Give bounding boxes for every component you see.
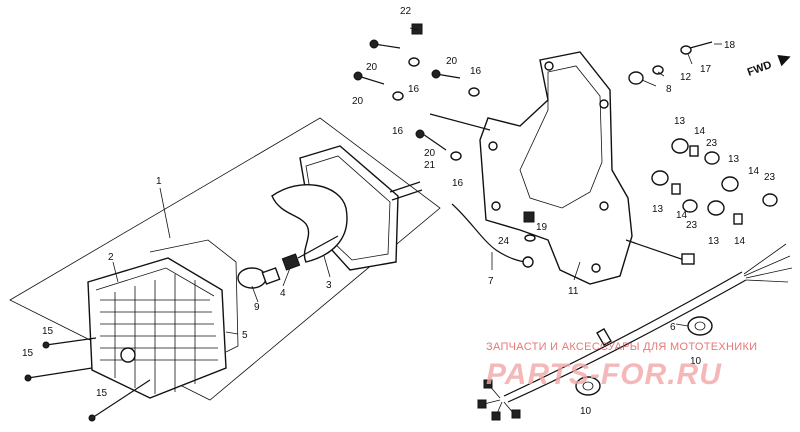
callout-14d: 14 [734, 236, 746, 247]
callout-13a: 13 [674, 116, 686, 127]
callout-12: 12 [680, 72, 692, 83]
grommets-10 [575, 316, 713, 396]
callout-14b: 14 [748, 166, 760, 177]
callout-16d: 16 [452, 178, 464, 189]
callout-14c: 14 [676, 210, 688, 221]
callout-20d: 20 [424, 148, 436, 159]
rubber-mounts [651, 138, 778, 225]
callout-16c: 16 [392, 126, 404, 137]
callout-19: 19 [536, 222, 548, 233]
callout-11: 11 [568, 286, 579, 297]
leader-lines [112, 27, 722, 335]
callout-20c: 20 [446, 56, 458, 67]
callout-13c: 13 [652, 204, 664, 215]
callout-17: 17 [700, 64, 712, 75]
callout-13b: 13 [728, 154, 740, 165]
callout-8: 8 [666, 84, 672, 95]
wire-harness [477, 243, 793, 421]
callout-13d: 13 [708, 236, 720, 247]
ground-wire [451, 203, 529, 263]
screws-15 [24, 337, 151, 422]
callout-21: 21 [424, 160, 436, 171]
callout-15a: 15 [42, 326, 54, 337]
callout-10b: 10 [580, 406, 592, 417]
callout-4: 4 [280, 288, 286, 299]
callout-20a: 20 [366, 62, 378, 73]
callout-24: 24 [498, 236, 510, 247]
callout-16b: 16 [470, 66, 482, 77]
callout-labels: 1 2 3 4 5 6 7 8 9 10 10 11 12 13 13 13 1… [22, 6, 776, 417]
bulb-part [237, 267, 281, 289]
fwd-label: FWD [746, 59, 774, 79]
callout-5: 5 [242, 330, 248, 341]
callout-16a: 16 [408, 84, 420, 95]
callout-15c: 15 [96, 388, 108, 399]
callout-22: 22 [400, 6, 412, 17]
callout-23c: 23 [686, 220, 698, 231]
gasket-part [149, 239, 239, 353]
callout-9: 9 [254, 302, 260, 313]
callout-6: 6 [670, 322, 676, 333]
arrow-right-icon [777, 54, 791, 67]
callout-2: 2 [108, 252, 114, 263]
bracket-part [429, 51, 695, 285]
callout-15b: 15 [22, 348, 34, 359]
callout-7: 7 [488, 276, 494, 287]
callout-1: 1 [156, 176, 162, 187]
socket-part [281, 235, 339, 271]
forward-direction-indicator: FWD [746, 54, 791, 79]
callout-14a: 14 [694, 126, 706, 137]
lens-part [87, 257, 227, 399]
callout-10a: 10 [690, 356, 702, 367]
callout-23a: 23 [706, 138, 718, 149]
watermark-caption: ЗАПЧАСТИ И АКСЕССУАРЫ ДЛЯ МОТОТЕХНИКИ [486, 341, 757, 353]
fasteners-top [353, 23, 713, 242]
reflector-part [271, 183, 348, 263]
callout-23b: 23 [764, 172, 776, 183]
callout-3: 3 [326, 280, 332, 291]
callout-20b: 20 [352, 96, 364, 107]
watermark-logo: PARTS-FOR.RU [486, 358, 722, 391]
callout-18: 18 [724, 40, 736, 51]
watermark: ЗАПЧАСТИ И АКСЕССУАРЫ ДЛЯ МОТОТЕХНИКИ PA… [486, 341, 757, 391]
